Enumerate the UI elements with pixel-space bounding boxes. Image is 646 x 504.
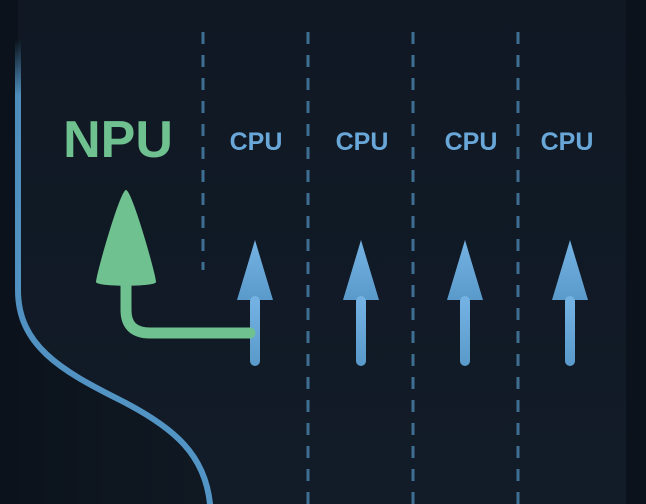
cpu-label-3: CPU <box>444 128 498 156</box>
left-panel <box>0 0 210 504</box>
right-panel <box>626 0 646 504</box>
up-arrow-icon <box>237 240 273 366</box>
up-arrow-icon <box>552 240 588 366</box>
cpu-label-1: CPU <box>229 128 283 156</box>
up-arrow-icon <box>343 240 379 366</box>
npu-label: NPU <box>63 111 173 169</box>
redirect-arrow-icon <box>96 190 256 339</box>
left-edge-glow <box>15 37 213 504</box>
cpu-label-2: CPU <box>335 128 389 156</box>
cpu-label-4: CPU <box>540 128 594 156</box>
up-arrow-icon <box>447 240 483 366</box>
